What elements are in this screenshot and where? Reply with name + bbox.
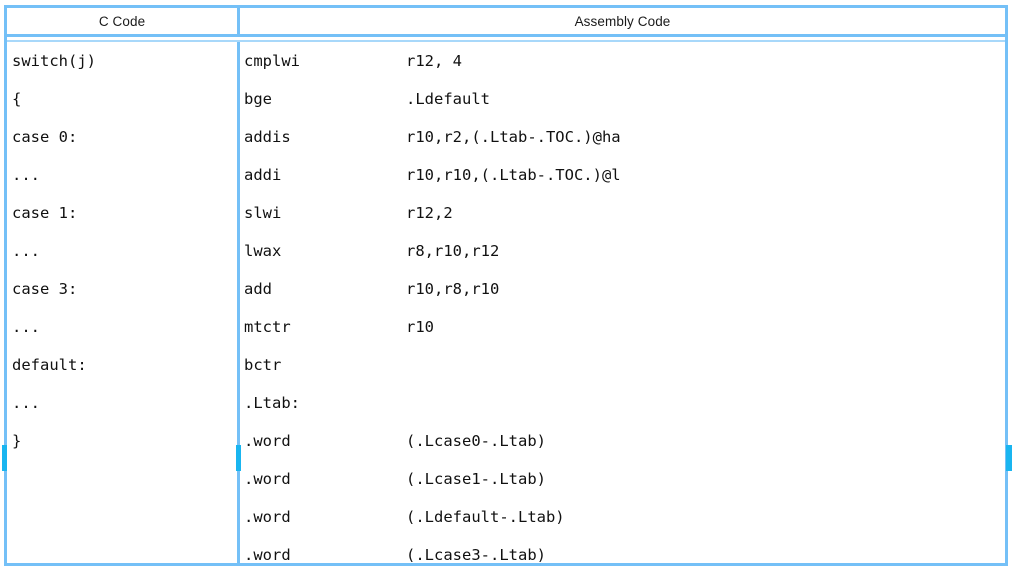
assembly-operands [406,384,1005,422]
c-code-line: ... [12,166,40,184]
table-header-row: C Code Assembly Code [7,8,1005,37]
c-code-line: ... [12,242,40,260]
column-header-assembly-code: Assembly Code [574,13,671,29]
assembly-line: add r10,r8,r10 [240,270,1005,308]
assembly-mnemonic: cmplwi [244,52,300,70]
assembly-line: lwax r8,r10,r12 [240,232,1005,270]
assembly-operands: r10,r10,(.Ltab-.TOC.)@l [406,166,621,184]
table-body: switch(j) { case 0: ... case 1: ... case… [7,40,1005,563]
c-code-line: case 1: [12,204,78,222]
assembly-mnemonic: slwi [244,204,282,222]
c-code-line: ... [12,394,40,412]
assembly-mnemonic: .word [244,546,291,563]
assembly-operands: (.Ldefault-.Ltab) [406,508,565,526]
c-code-line: default: [12,356,87,374]
assembly-operands: r10,r2,(.Ltab-.TOC.)@ha [406,128,621,146]
c-code-line: } [12,432,22,450]
assembly-operands: r10,r8,r10 [406,280,500,298]
c-code-line: case 3: [12,280,78,298]
assembly-mnemonic: bge [244,90,272,108]
c-code-line: { [12,90,22,108]
assembly-mnemonic: .word [244,508,291,526]
assembly-mnemonic: .word [244,432,291,450]
assembly-line: slwi r12,2 [240,194,1005,232]
assembly-line: .word (.Lcase3-.Ltab) [240,536,1005,563]
assembly-line: .Ltab: [240,384,1005,422]
c-code-line: switch(j) [12,52,96,70]
assembly-operands: (.Lcase1-.Ltab) [406,470,546,488]
assembly-line: cmplwi r12, 4 [240,42,1005,80]
assembly-mnemonic: add [244,280,272,298]
assembly-operands: .Ldefault [406,90,490,108]
c-code-line [7,498,237,536]
assembly-line: addi r10,r10,(.Ltab-.TOC.)@l [240,156,1005,194]
c-code-line: case 0: [12,128,78,146]
assembly-line: .word (.Ldefault-.Ltab) [240,498,1005,536]
c-code-line [7,460,237,498]
assembly-operands: r8,r10,r12 [406,242,500,260]
assembly-operands [406,346,1005,384]
assembly-line: bctr [240,346,1005,384]
assembly-code-column: cmplwi r12, 4 bge .Ldefault addis r10,r2… [240,42,1005,563]
assembly-operands: (.Lcase3-.Ltab) [406,546,546,563]
assembly-operands: r12,2 [406,204,453,222]
assembly-mnemonic: bctr [244,356,282,374]
assembly-operands: r12, 4 [406,52,462,70]
assembly-mnemonic: addis [244,128,291,146]
assembly-mnemonic: .word [244,470,291,488]
code-comparison-table: C Code Assembly Code switch(j) { case 0:… [4,5,1008,566]
assembly-mnemonic: .Ltab: [244,394,300,412]
assembly-operands: (.Lcase0-.Ltab) [406,432,546,450]
c-code-line [7,536,237,563]
assembly-line: mtctr r10 [240,308,1005,346]
assembly-mnemonic: addi [244,166,282,184]
assembly-line: .word (.Lcase0-.Ltab) [240,422,1005,460]
assembly-mnemonic: lwax [244,242,282,260]
assembly-line: addis r10,r2,(.Ltab-.TOC.)@ha [240,118,1005,156]
c-code-line: ... [12,318,40,336]
column-header-c-code: C Code [7,8,240,34]
assembly-operands: r10 [406,318,434,336]
assembly-mnemonic: mtctr [244,318,291,336]
c-code-column: switch(j) { case 0: ... case 1: ... case… [7,42,240,563]
assembly-line: .word (.Lcase1-.Ltab) [240,460,1005,498]
assembly-line: bge .Ldefault [240,80,1005,118]
